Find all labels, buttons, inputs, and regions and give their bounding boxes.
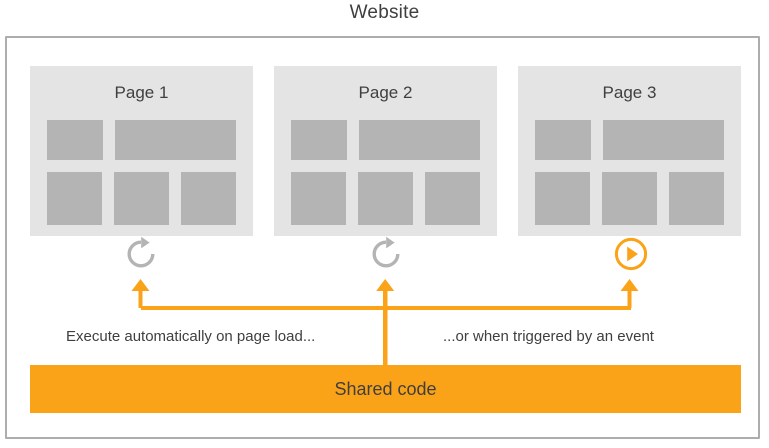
page-content-blocks: [47, 120, 236, 225]
shared-code-bar[interactable]: Shared code: [30, 365, 741, 413]
trigger-icons-row: [7, 236, 762, 282]
website-frame: Page 1 Page 2: [5, 36, 760, 439]
content-block: [535, 172, 590, 225]
content-row-top: [291, 120, 480, 160]
refresh-icon[interactable]: [368, 236, 404, 272]
content-block: [114, 172, 169, 225]
content-block: [115, 120, 236, 160]
content-row-top: [47, 120, 236, 160]
page-title: Website: [349, 2, 420, 23]
pages-row: Page 1 Page 2: [30, 66, 741, 236]
page-card-title: Page 3: [602, 83, 657, 102]
connector-stem-left: [138, 286, 143, 308]
shared-code-label: Shared code: [334, 378, 437, 399]
content-block: [358, 172, 413, 225]
content-block: [47, 172, 102, 225]
content-block: [359, 120, 480, 160]
page-card-1[interactable]: Page 1: [30, 66, 253, 236]
page-card-title: Page 2: [358, 83, 413, 102]
page-card-2[interactable]: Page 2: [274, 66, 497, 236]
page-card-title: Page 1: [114, 83, 169, 102]
content-block: [425, 172, 480, 225]
connector-stem-center: [383, 286, 388, 365]
caption-page-load: Execute automatically on page load...: [66, 328, 316, 345]
content-block: [535, 120, 591, 160]
content-block: [669, 172, 724, 225]
content-block: [47, 120, 103, 160]
content-row-bottom: [535, 172, 724, 225]
play-icon[interactable]: [613, 236, 649, 272]
content-block: [603, 120, 724, 160]
page-content-blocks: [291, 120, 480, 225]
refresh-icon[interactable]: [123, 236, 159, 272]
connector-stem-right: [627, 286, 632, 308]
content-block: [291, 172, 346, 225]
content-row-bottom: [291, 172, 480, 225]
page-card-3[interactable]: Page 3: [518, 66, 741, 236]
content-block: [181, 172, 236, 225]
connector-horizontal-bus: [141, 306, 631, 310]
content-block: [602, 172, 657, 225]
content-row-top: [535, 120, 724, 160]
content-row-bottom: [47, 172, 236, 225]
page-content-blocks: [535, 120, 724, 225]
content-block: [291, 120, 347, 160]
caption-event-trigger: ...or when triggered by an event: [443, 328, 654, 345]
